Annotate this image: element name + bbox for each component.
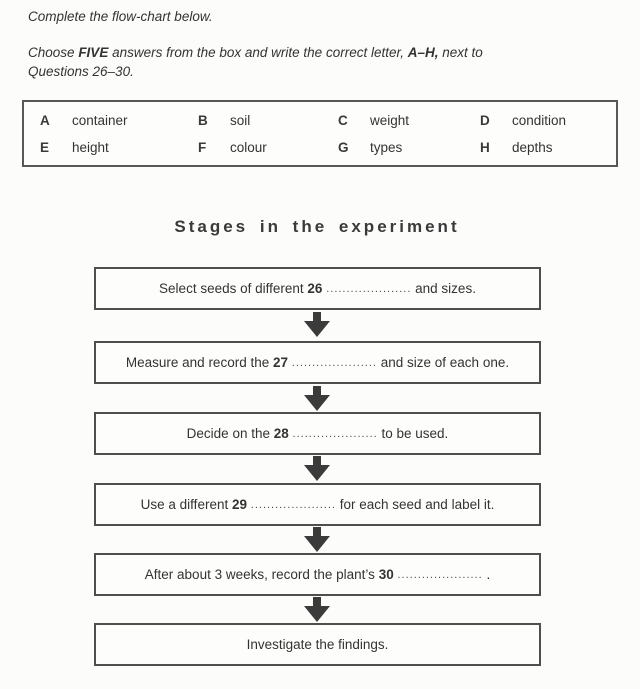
flow-box-q27: Measure and record the 27 ..............… [94, 341, 541, 384]
option-word: container [72, 112, 128, 128]
flow-text-post: and sizes. [415, 281, 476, 296]
option-letter: C [338, 112, 348, 128]
flowchart-title: Stages in the experiment [174, 217, 460, 236]
down-arrow-icon [304, 386, 330, 411]
flow-text-pre: After about 3 weeks, record the plant’s [144, 567, 375, 582]
flow-box-final: Investigate the findings. [94, 623, 541, 666]
flow-text-post: for each seed and label it. [339, 497, 495, 512]
answer-blank: ..................... [250, 498, 336, 511]
flow-box-q28: Decide on the 28 ..................... t… [94, 412, 541, 455]
flow-box-q26: Select seeds of different 26 ...........… [94, 267, 541, 310]
flow-text-post: . [486, 567, 491, 582]
answer-blank: ..................... [397, 568, 483, 581]
down-arrow-icon [304, 597, 330, 622]
answer-blank: ..................... [291, 356, 377, 369]
option-word: colour [230, 139, 267, 155]
instruction-choose-five: FIVE [78, 45, 109, 60]
flow-text-pre: Measure and record the [125, 355, 270, 370]
instruction-questions-line: Questions 26–30. [28, 64, 134, 79]
instruction-choose-mid: answers from the box and write the corre… [112, 45, 404, 60]
option-letter: E [40, 139, 50, 155]
option-word: types [370, 139, 403, 155]
question-number: 26 [307, 281, 323, 296]
flow-text-pre: Investigate the findings. [246, 637, 389, 652]
question-number: 29 [231, 497, 248, 512]
option-letter: H [480, 139, 490, 155]
answer-blank: ..................... [292, 427, 378, 440]
flow-text-post: to be used. [381, 426, 449, 441]
answer-blank: ..................... [326, 282, 412, 295]
question-number: 28 [273, 426, 289, 441]
option-letter: B [198, 112, 208, 128]
option-word: weight [370, 112, 410, 128]
flow-text-post: and size of each one. [380, 355, 510, 370]
down-arrow-icon [304, 312, 330, 337]
option-word: condition [512, 112, 567, 128]
question-number: 27 [273, 355, 289, 370]
instruction-choose-paragraph: Choose FIVE answers from the box and wri… [28, 43, 588, 81]
flow-text-pre: Use a different [140, 497, 229, 512]
option-word: soil [230, 112, 251, 128]
flow-box-q30: After about 3 weeks, record the plant’s … [94, 553, 541, 596]
option-letter: F [198, 139, 207, 155]
instruction-choose-pre: Choose [28, 45, 75, 60]
question-number: 30 [378, 567, 394, 582]
option-letter: G [338, 139, 349, 155]
flow-text-pre: Select seeds of different [159, 281, 304, 296]
option-word: height [72, 139, 109, 155]
instruction-complete-line: Complete the flow-chart below. [28, 9, 213, 24]
instruction-choose-post: next to [442, 45, 483, 60]
flow-box-q29: Use a different 29 .....................… [94, 483, 541, 526]
flow-text-pre: Decide on the [186, 426, 270, 441]
down-arrow-icon [304, 527, 330, 552]
option-word: depths [512, 139, 553, 155]
option-letter: A [40, 112, 50, 128]
down-arrow-icon [304, 456, 330, 481]
option-letter: D [480, 112, 490, 128]
instruction-choose-range: A–H, [407, 45, 439, 60]
